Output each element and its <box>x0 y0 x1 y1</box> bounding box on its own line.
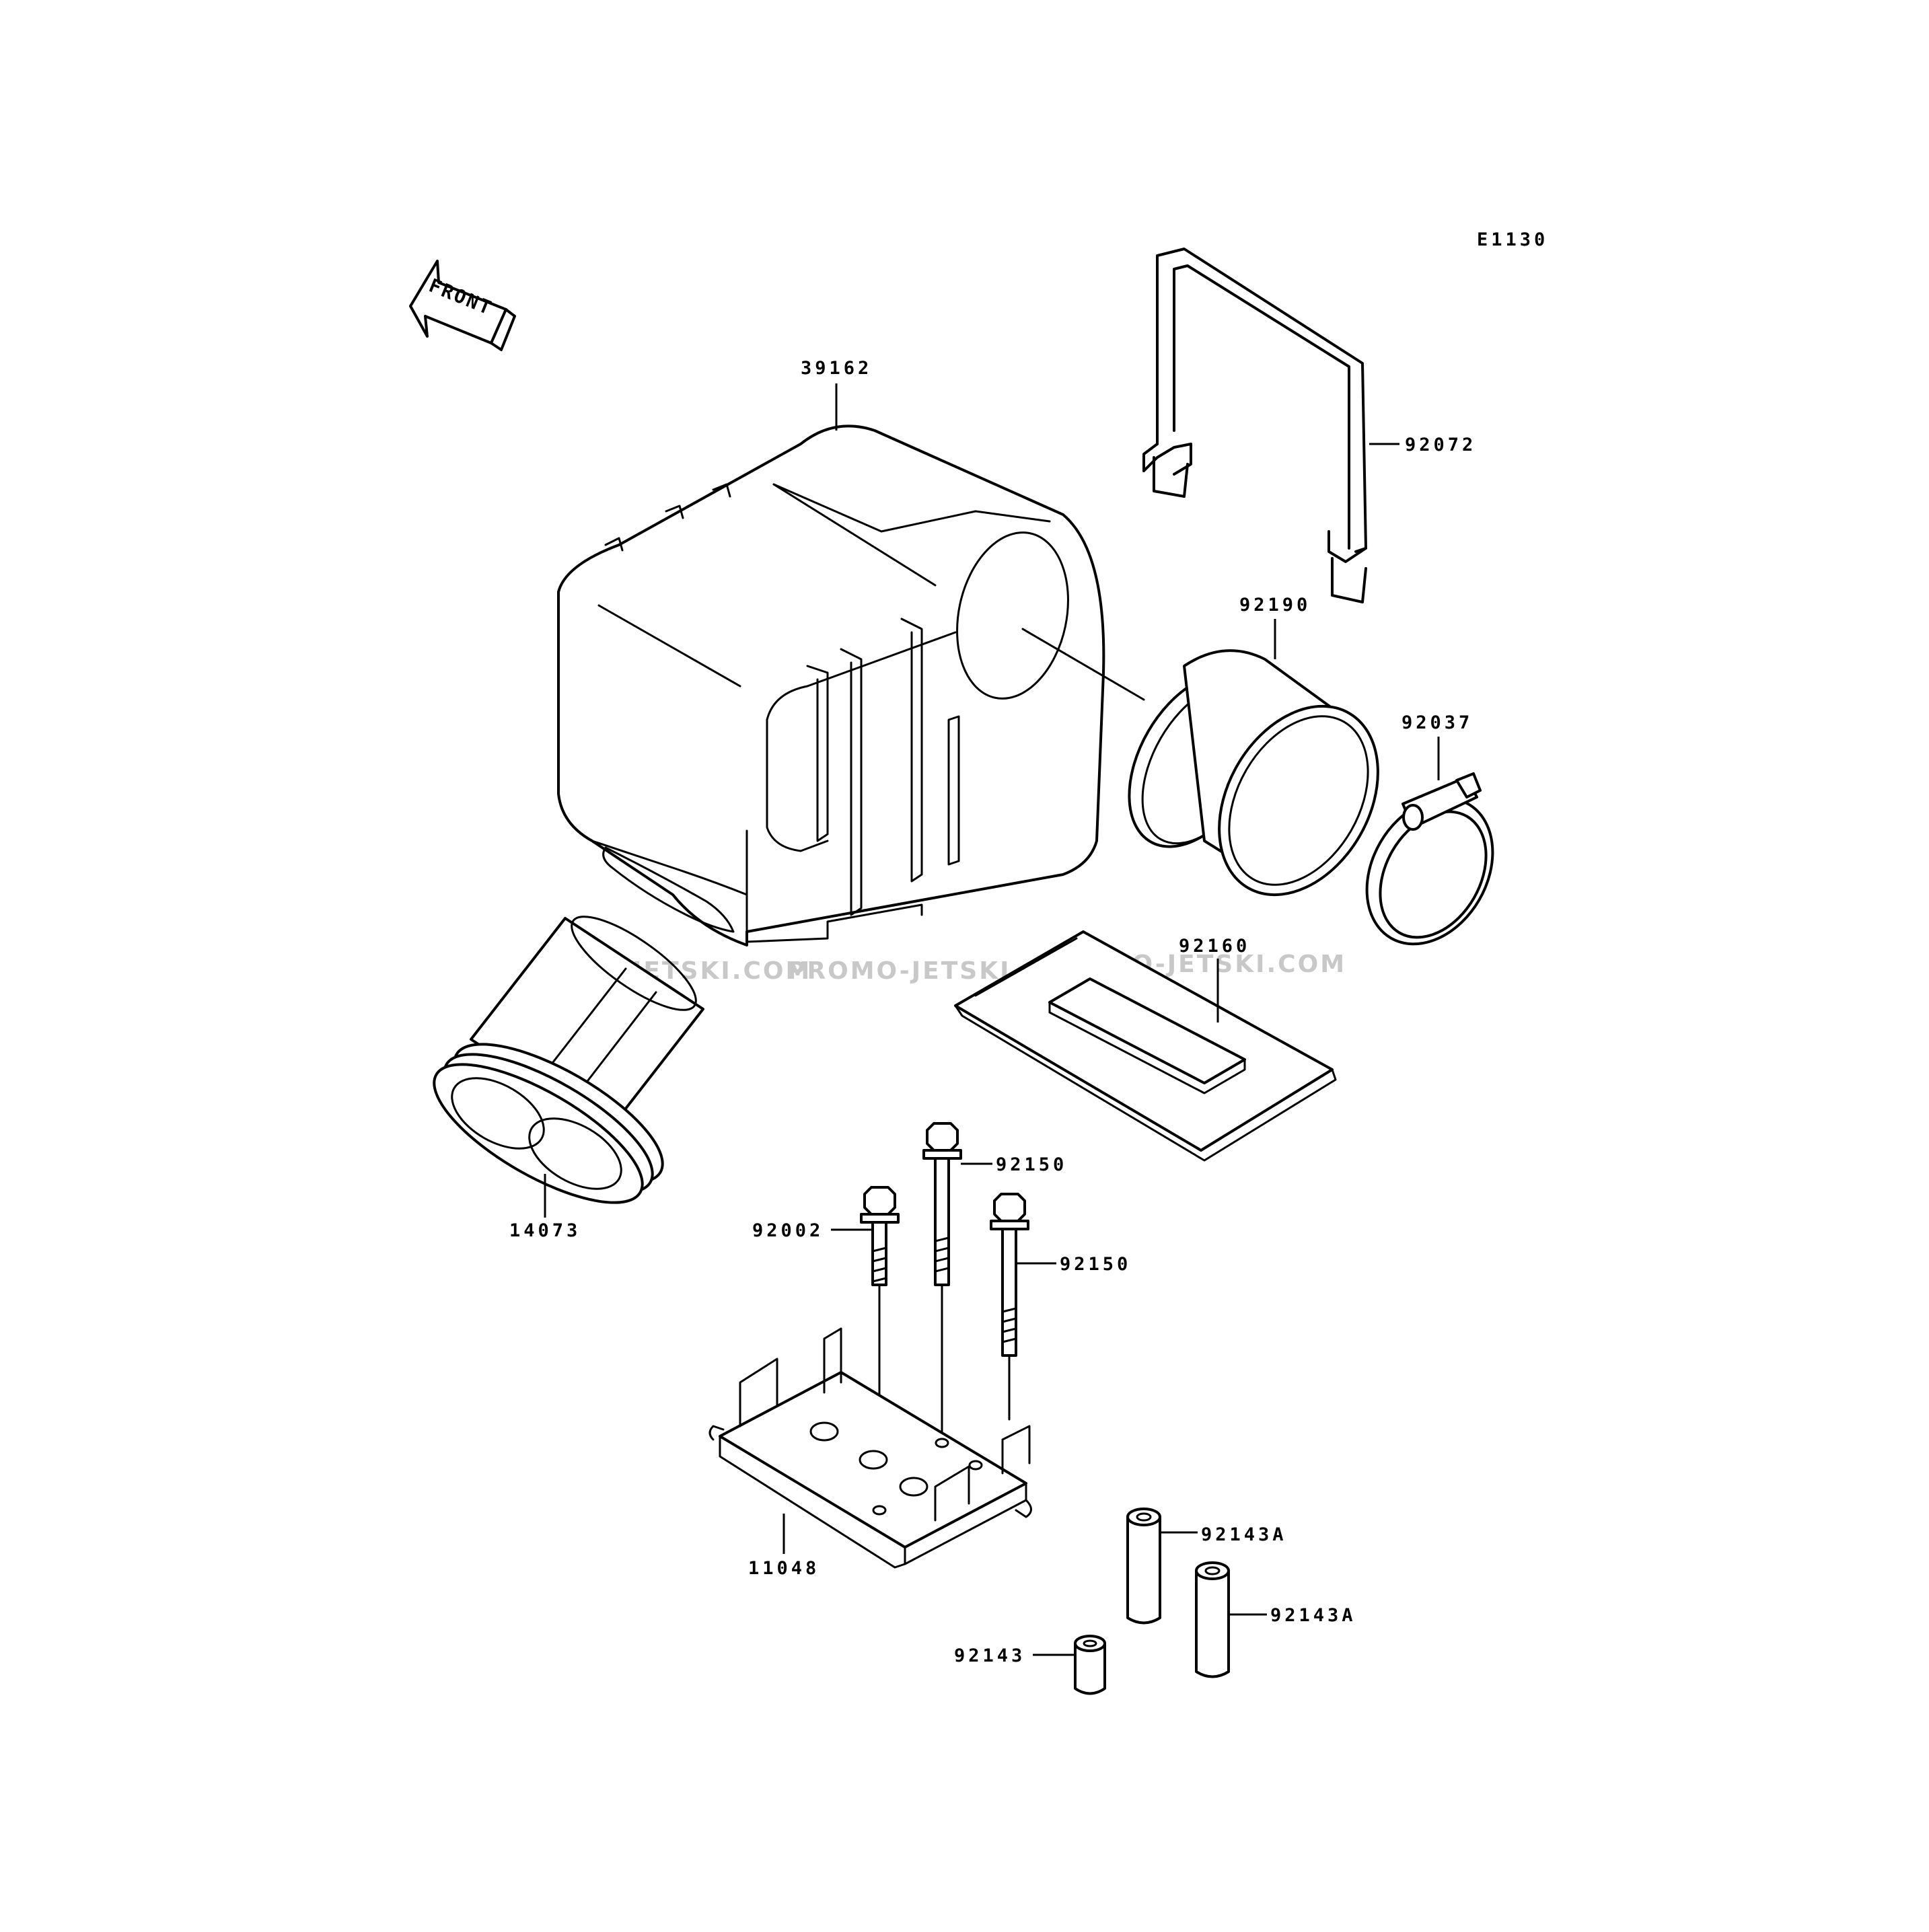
bracket <box>708 1327 1032 1569</box>
collar-92143 <box>1074 1635 1106 1695</box>
air-box-cover <box>557 424 1105 946</box>
label-92037: 92037 <box>1402 712 1473 733</box>
label-92002: 92002 <box>752 1220 824 1241</box>
label-92072: 92072 <box>1405 435 1476 455</box>
hose-clamp <box>1365 772 1494 946</box>
label-92143: 92143 <box>954 1645 1025 1666</box>
label-92190: 92190 <box>1239 595 1311 616</box>
intake-duct <box>1021 628 1379 897</box>
band <box>1142 248 1367 603</box>
front-arrow-icon: FRONT <box>409 260 516 351</box>
label-39162: 39162 <box>801 358 872 379</box>
diagram-code: E1130 <box>1477 229 1548 250</box>
bolt-92150-a <box>922 1122 962 1444</box>
collar-92143a-a <box>1126 1508 1161 1625</box>
label-92150-a: 92150 <box>996 1154 1067 1175</box>
label-92143a-a: 92143A <box>1201 1524 1287 1545</box>
inlet-duct <box>433 916 704 1204</box>
label-92150-b: 92150 <box>1060 1254 1131 1275</box>
collar-92143a-b <box>1195 1561 1230 1678</box>
label-14073: 14073 <box>509 1220 581 1241</box>
label-92143a-b: 92143A <box>1270 1605 1356 1626</box>
bolt-92150-b <box>990 1193 1029 1421</box>
label-92160: 92160 <box>1179 936 1250 957</box>
damper-pad <box>954 930 1337 1162</box>
label-11048: 11048 <box>748 1558 820 1579</box>
